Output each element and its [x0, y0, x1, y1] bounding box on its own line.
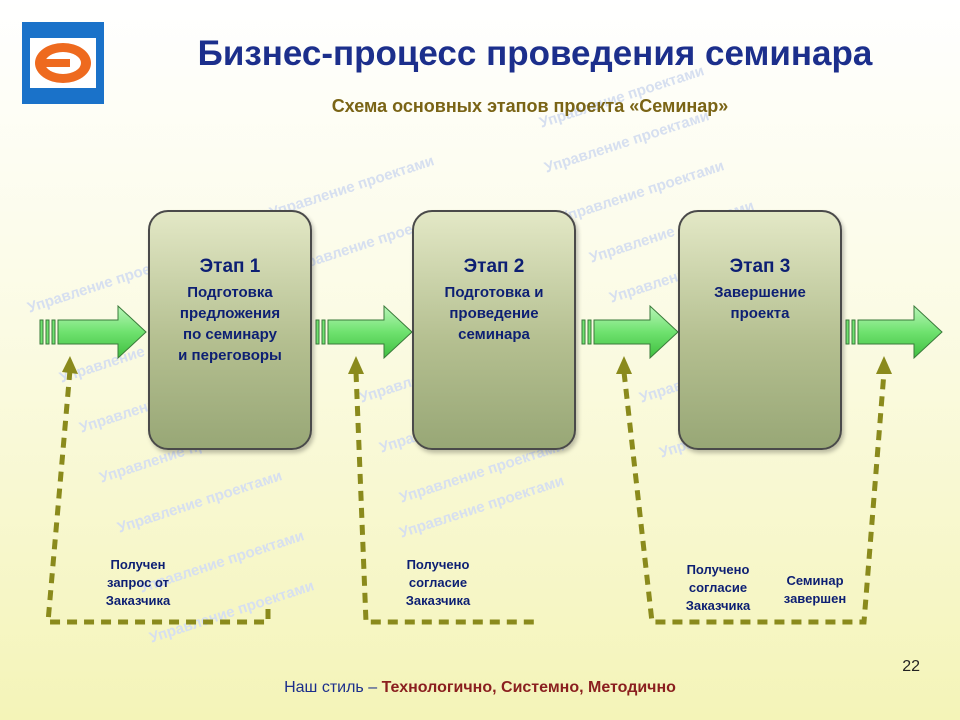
page-title: Бизнес-процесс проведения семинара [197, 34, 873, 73]
stage-description: Подготовка предложения по семинару и пер… [178, 284, 282, 364]
company-logo [22, 22, 104, 104]
footer-prefix: Наш стиль – [284, 679, 382, 696]
feedback-loop-middle [353, 371, 540, 625]
arrowhead-up-icon [348, 356, 364, 374]
flow-arrow-icon [315, 304, 413, 360]
note-consent-received: Получено согласие Заказчика [685, 562, 751, 613]
feedback-loop-right [621, 371, 887, 625]
flow-arrow-icon [581, 304, 679, 360]
note-request-received: Получен запрос от Заказчика [105, 557, 171, 608]
page-subtitle: Схема основных этапов проекта «Семинар» [331, 96, 729, 116]
stage-description: Подготовка и проведение семинара [444, 284, 544, 343]
flow-arrow-icon [39, 304, 147, 360]
stage-title: Этап 3 [729, 256, 791, 277]
note-seminar-completed: Семинар завершен [783, 573, 847, 606]
note-consent-received: Получено согласие Заказчика [405, 557, 471, 608]
stage-box-3: Этап 3 Завершение проекта [678, 210, 842, 450]
feedback-loop-left [45, 369, 271, 625]
arrowhead-up-icon [616, 356, 632, 374]
stage-title: Этап 1 [199, 256, 261, 277]
stage-description: Завершение проекта [714, 284, 806, 322]
flow-arrow-icon [845, 304, 943, 360]
stage-box-2: Этап 2 Подготовка и проведение семинара [412, 210, 576, 450]
arrowhead-up-icon [62, 356, 78, 374]
page-number: 22 [902, 658, 920, 675]
stage-title: Этап 2 [463, 256, 525, 277]
footer-emphasis: Технологично, Системно, Методично [381, 679, 676, 696]
footer-slogan: Наш стиль – Технологично, Системно, Мето… [0, 679, 960, 697]
stage-box-1: Этап 1 Подготовка предложения по семинар… [148, 210, 312, 450]
arrowhead-up-icon [876, 356, 892, 374]
